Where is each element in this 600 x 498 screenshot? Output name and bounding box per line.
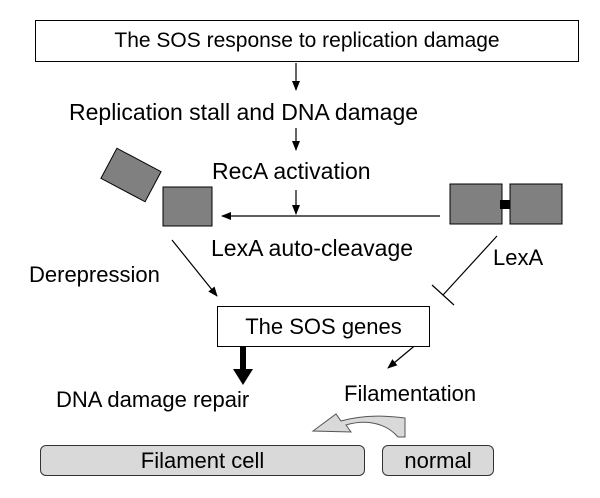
title-box: The SOS response to replication damage	[35, 20, 579, 62]
filament-cell-label: Filament cell	[140, 447, 265, 473]
sos-genes-label: The SOS genes	[245, 313, 402, 339]
step-reca-activation: RecA activation	[212, 158, 371, 184]
diagram-title: The SOS response to replication damage	[114, 29, 500, 52]
lexa-repression-bar	[431, 284, 455, 306]
filament-cell: Filament cell	[40, 445, 365, 476]
lexa-domain-right	[509, 183, 563, 225]
lexa-linker	[500, 200, 512, 209]
normal-cell-label: normal	[404, 447, 472, 473]
label-filamentation: Filamentation	[344, 381, 477, 406]
lexa-fragment-tilted	[100, 147, 162, 203]
lexa-repression-line	[442, 235, 498, 296]
label-lexa: LexA	[493, 245, 544, 270]
arrow-derepression	[171, 239, 218, 297]
label-derepression: Derepression	[29, 262, 160, 287]
sos-genes-box: The SOS genes	[217, 306, 430, 347]
step-lexa-auto-cleavage: LexA auto-cleavage	[211, 235, 414, 261]
lexa-fragment-upright	[162, 186, 213, 227]
step-replication-stall: Replication stall and DNA damage	[69, 99, 419, 125]
arrow-to-repair-head	[233, 369, 253, 385]
curved-arrow-normal-to-filament	[311, 413, 406, 438]
normal-cell: normal	[382, 445, 494, 476]
lexa-domain-left	[449, 183, 503, 225]
label-dna-damage-repair: DNA damage repair	[56, 387, 250, 412]
